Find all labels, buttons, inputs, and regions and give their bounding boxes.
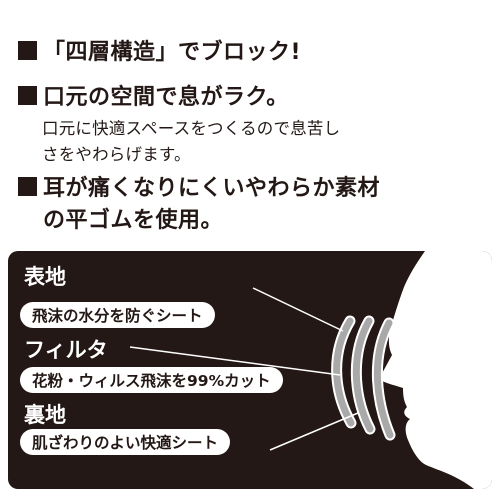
leader-lines xyxy=(129,287,359,451)
face-profile-icon xyxy=(129,251,492,489)
feature-breathing: 口元の空間で息がラク。 xyxy=(18,79,289,111)
feature-breathing-text: 口元の空間で息がラク。 xyxy=(43,85,289,110)
surface-layer-desc: 飛沫の水分を防ぐシート xyxy=(20,302,215,328)
lining-layer-title: 裏地 xyxy=(24,403,66,427)
surface-layer-title: 表地 xyxy=(24,265,66,289)
square-bullet-icon xyxy=(18,85,37,105)
filter-layer-title: フィルタ xyxy=(24,338,108,362)
square-bullet-icon xyxy=(18,40,37,60)
mask-layers-icon xyxy=(331,315,396,441)
mask-layer-diagram: 表地 飛沫の水分を防ぐシート フィルタ 花粉・ウィルス飛沫を99%カット 裏地 … xyxy=(8,251,492,489)
feature-four-layer: 「四層構造」でブロック! xyxy=(18,34,301,66)
lining-layer-desc: 肌ざわりのよい快適シート xyxy=(20,429,231,455)
square-bullet-icon xyxy=(18,176,37,196)
feature-breathing-desc-2: さをやわらげます。 xyxy=(42,145,191,164)
feature-four-layer-text: 「四層構造」でブロック! xyxy=(43,40,302,65)
feature-ear-strap-text-2: の平ゴムを使用。 xyxy=(43,208,224,233)
feature-ear-strap: 耳が痛くなりにくいやわらか素材 xyxy=(18,170,380,202)
feature-ear-strap-text-1: 耳が痛くなりにくいやわらか素材 xyxy=(43,176,381,201)
filter-layer-desc: 花粉・ウィルス飛沫を99%カット xyxy=(20,367,283,393)
feature-breathing-desc-1: 口元に快適スペースをつくるので息苦し xyxy=(42,119,341,138)
